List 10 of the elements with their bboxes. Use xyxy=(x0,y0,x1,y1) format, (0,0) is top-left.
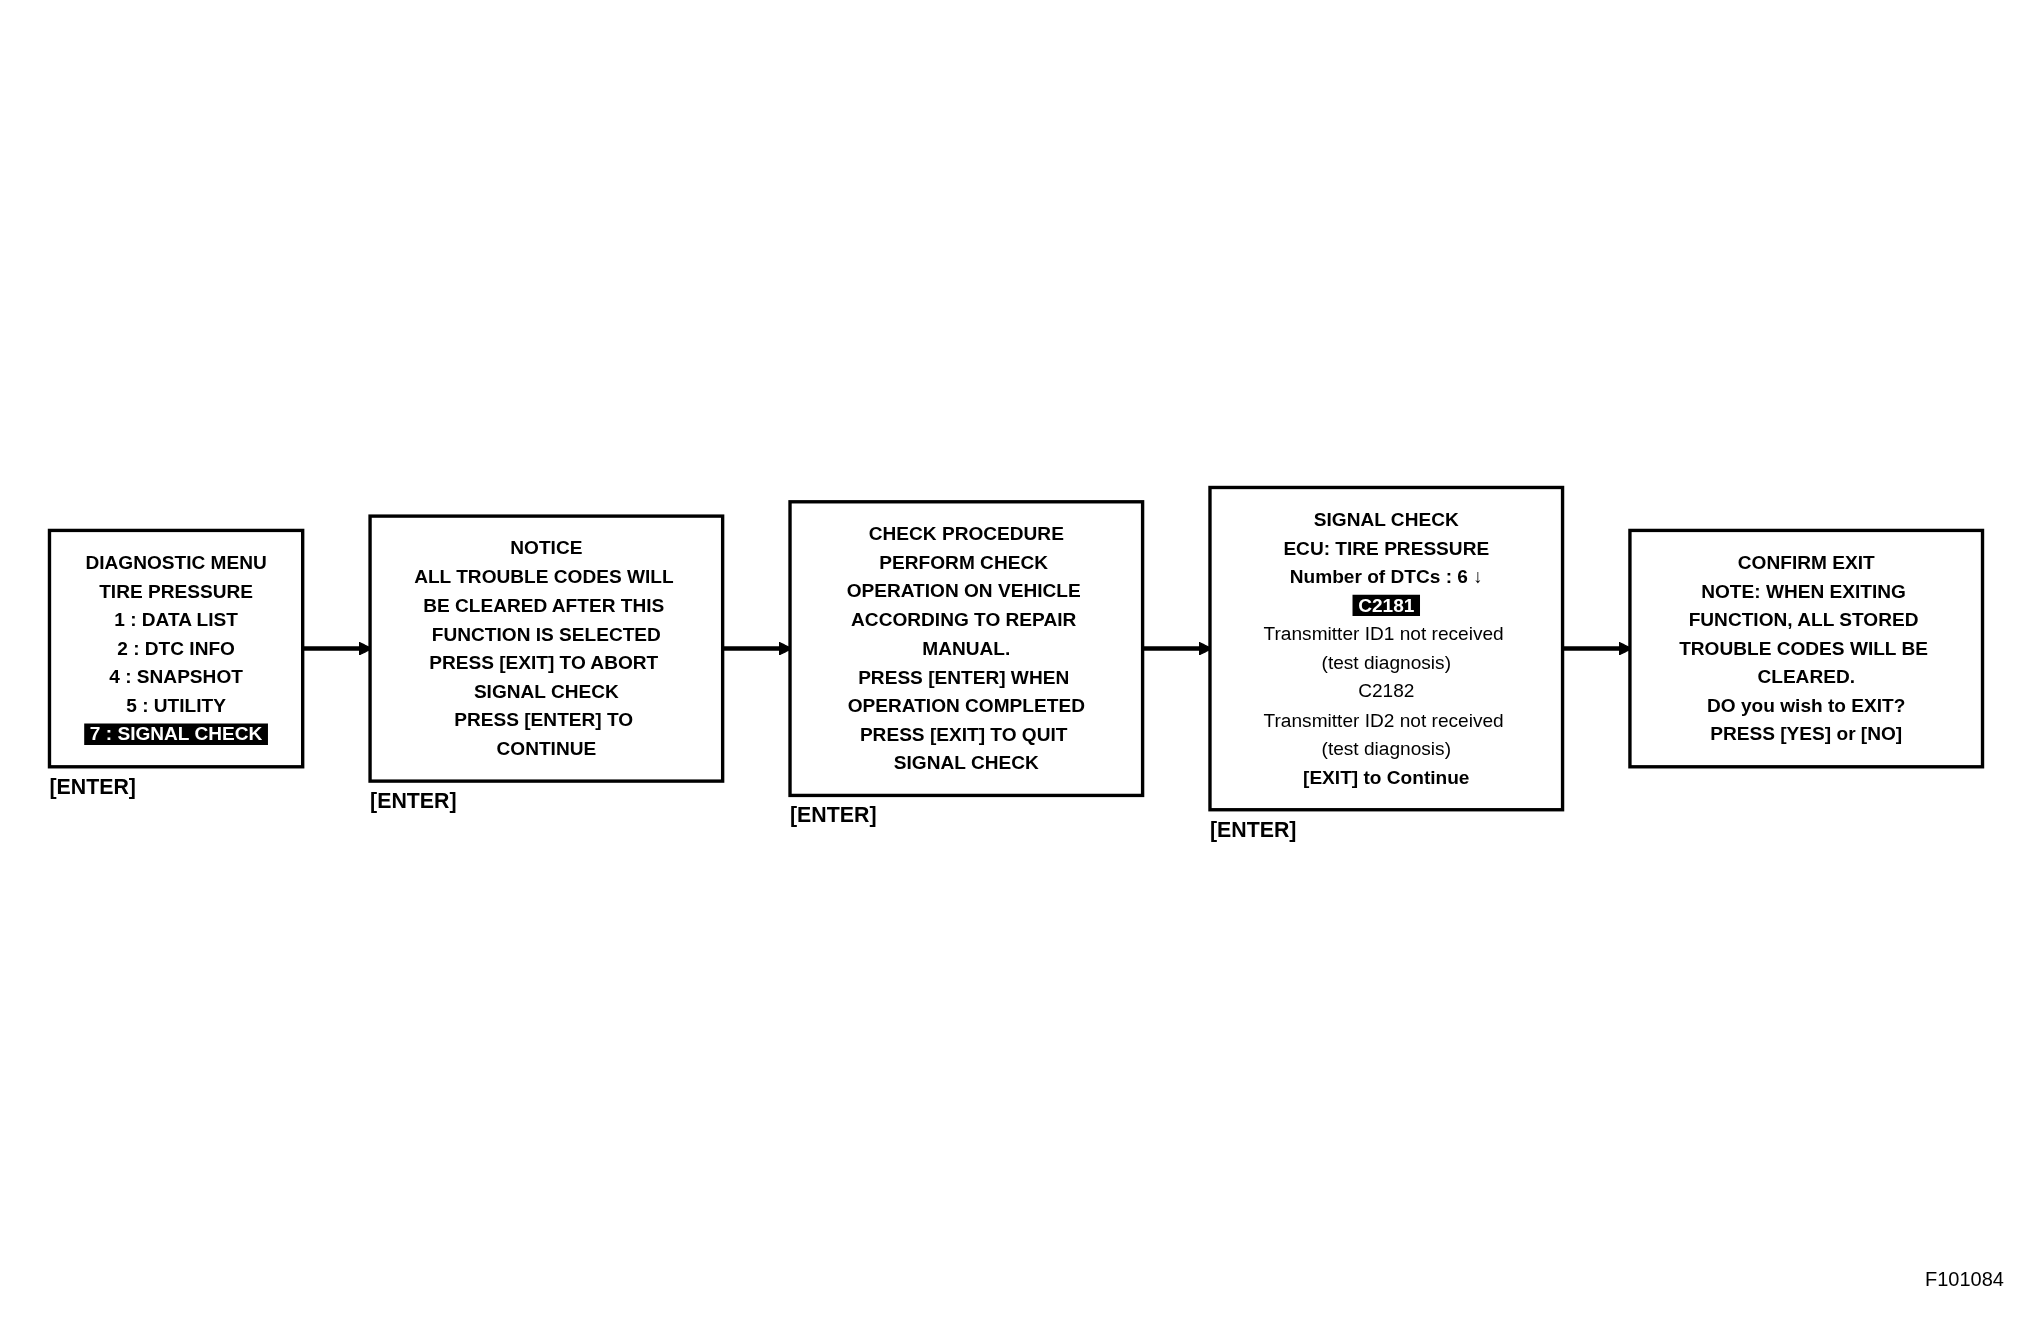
key-hint: [ENTER] xyxy=(370,789,457,814)
node-box: NOTICE ALL TROUBLE CODES WILL BE CLEARED AFTER THIS FUNCTION IS SELECTED PRESS [EXIT] TO ABORT SIGNAL CHECK PRESS [ENTER] TO CONTINUE xyxy=(368,514,725,783)
node-box: CONFIRM EXIT NOTE: WHEN EXITING FUNCTION, ALL STORED TROUBLE CODES WILL BE CLEARED. DO you wish to EXIT? PRESS [YES] or [NO] xyxy=(1628,528,1985,769)
key-hint: [ENTER] xyxy=(1210,817,1297,842)
node-box: SIGNAL CHECK ECU: TIRE PRESSURE Number of DTCs : 6 ↓ C2181 Transmitter ID1 not received (test diagnosis) C2182 Transmitter ID2 not received (test diagnosis) [EXIT] to Continue xyxy=(1208,485,1565,812)
figure-number: F101084 xyxy=(1925,1268,2004,1291)
node-box: DIAGNOSTIC MENU TIRE PRESSURE 1 : DATA LIST 2 : DTC INFO 4 : SNAPSHOT 5 : UTILITY 7 : SIGNAL CHECK xyxy=(47,528,305,769)
key-hint: [ENTER] xyxy=(49,774,136,799)
key-hint: [ENTER] xyxy=(790,803,877,828)
node-box: CHECK PROCEDURE PERFORM CHECK OPERATION ON VEHICLE ACCORDING TO REPAIR MANUAL. PRESS [ENTER] WHEN OPERATION COMPLETED PRESS [EXIT] TO QUIT SIGNAL CHECK xyxy=(788,500,1145,798)
